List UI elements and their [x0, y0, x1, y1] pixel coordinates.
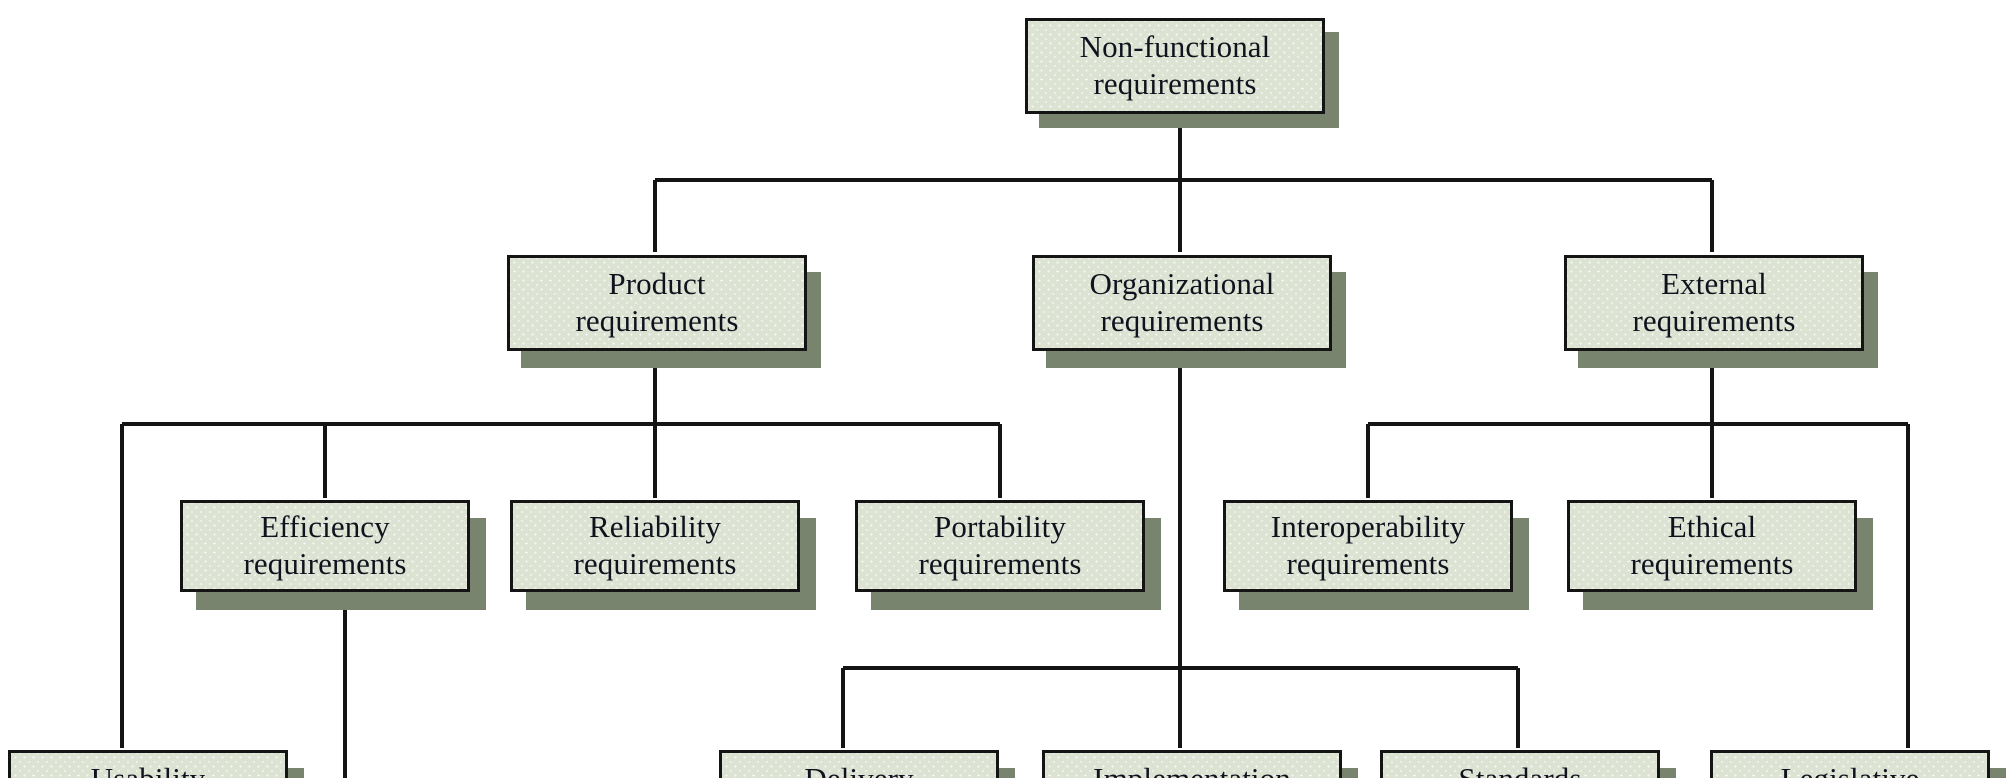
node-implementation-requirements[interactable]: Implementation [1042, 750, 1342, 778]
node-usability-requirements[interactable]: Usability [8, 750, 288, 778]
node-label-line1: Non-functional [1079, 29, 1271, 65]
node-label-line1: Implementation [1093, 761, 1291, 778]
node-label-line1: Delivery [804, 761, 913, 778]
node-label-line1: Reliability [589, 509, 721, 545]
node-standards-requirements[interactable]: Standards [1380, 750, 1660, 778]
node-label-line2: requirements [1286, 546, 1450, 581]
node-ethical-requirements[interactable]: Ethical requirements [1567, 500, 1857, 592]
node-label-line1: Usability [91, 761, 206, 778]
node-label-line2: requirements [918, 546, 1082, 581]
node-external-requirements[interactable]: External requirements [1564, 255, 1864, 351]
node-label-line1: Ethical [1667, 509, 1757, 545]
node-label-line2: requirements [1093, 66, 1257, 101]
node-non-functional-requirements[interactable]: Non-functional requirements [1025, 18, 1325, 114]
node-label-line1: Legislative [1781, 761, 1920, 778]
node-label-line1: Portability [934, 509, 1066, 545]
node-legislative-requirements[interactable]: Legislative [1710, 750, 1990, 778]
node-portability-requirements[interactable]: Portability requirements [855, 500, 1145, 592]
node-label-line2: requirements [1632, 303, 1796, 338]
node-label-line1: External [1661, 266, 1767, 302]
node-label-line1: Interoperability [1270, 509, 1466, 545]
node-label-line2: requirements [1630, 546, 1794, 581]
node-product-requirements[interactable]: Product requirements [507, 255, 807, 351]
node-delivery-requirements[interactable]: Delivery [719, 750, 999, 778]
node-organizational-requirements[interactable]: Organizational requirements [1032, 255, 1332, 351]
node-label-line1: Standards [1458, 761, 1581, 778]
node-label-line2: requirements [1100, 303, 1264, 338]
node-efficiency-requirements[interactable]: Efficiency requirements [180, 500, 470, 592]
node-reliability-requirements[interactable]: Reliability requirements [510, 500, 800, 592]
node-interoperability-requirements[interactable]: Interoperability requirements [1223, 500, 1513, 592]
node-label-line2: requirements [243, 546, 407, 581]
node-label-line1: Organizational [1089, 266, 1275, 302]
node-label-line1: Efficiency [260, 509, 390, 545]
node-label-line1: Product [608, 266, 706, 302]
node-label-line2: requirements [575, 303, 739, 338]
node-label-line2: requirements [573, 546, 737, 581]
